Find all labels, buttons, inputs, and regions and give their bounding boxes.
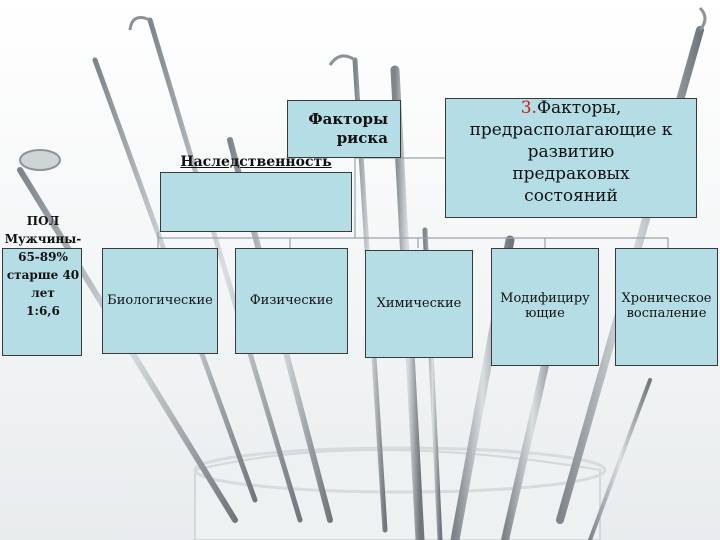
gender-line1: Мужчины-: [4, 232, 82, 246]
node-chemical-label: Химические: [376, 295, 462, 311]
node-modifying-line2: ющие: [525, 306, 565, 321]
gender-node: [2, 248, 82, 356]
gender-line4: лет: [31, 286, 55, 300]
node-chronic-line1: Хроническое: [621, 291, 712, 307]
gender-line2: 65-89%: [18, 250, 68, 264]
gender-label: ПОЛ: [26, 214, 60, 228]
branch3-line4: предраковых: [512, 164, 630, 185]
node-modifying: Модифициру ющие: [491, 248, 599, 366]
gender-line5: 1:6,6: [26, 304, 60, 318]
node-chemical: Химические: [365, 250, 473, 358]
gender-text: ПОЛ Мужчины- 65-89% старше 40 лет 1:6,6: [0, 212, 86, 320]
root-node-risk-factors: Факторы риска: [287, 100, 401, 158]
branch3-text: 3.Факторы, предрасполагающие к развитию …: [469, 98, 673, 207]
heredity-label: Наследственность: [180, 154, 332, 170]
root-node-line2: риска: [336, 129, 388, 147]
branch3-number: 3.: [520, 98, 537, 118]
node-biological-label: Биологические: [107, 292, 213, 308]
root-node-line1: Факторы: [308, 109, 388, 128]
node-chronic-inflammation: Хроническое воспаление: [615, 248, 718, 366]
branch3-line3: развитию: [527, 142, 615, 163]
branch3-line5: состояний: [524, 186, 618, 207]
heredity-node: [160, 172, 352, 232]
branch3-node: 3.Факторы, предрасполагающие к развитию …: [445, 98, 697, 218]
node-biological: Биологические: [102, 248, 218, 354]
gender-line3: старше 40: [6, 268, 80, 282]
branch3-line2: предрасполагающие к: [469, 120, 673, 141]
node-modifying-line1: Модифициру: [500, 291, 590, 307]
node-chronic-line2: воспаление: [626, 306, 707, 321]
branch3-line1: 3.Факторы,: [520, 98, 622, 118]
node-physical-label: Физические: [249, 292, 334, 308]
node-physical: Физические: [235, 248, 348, 354]
